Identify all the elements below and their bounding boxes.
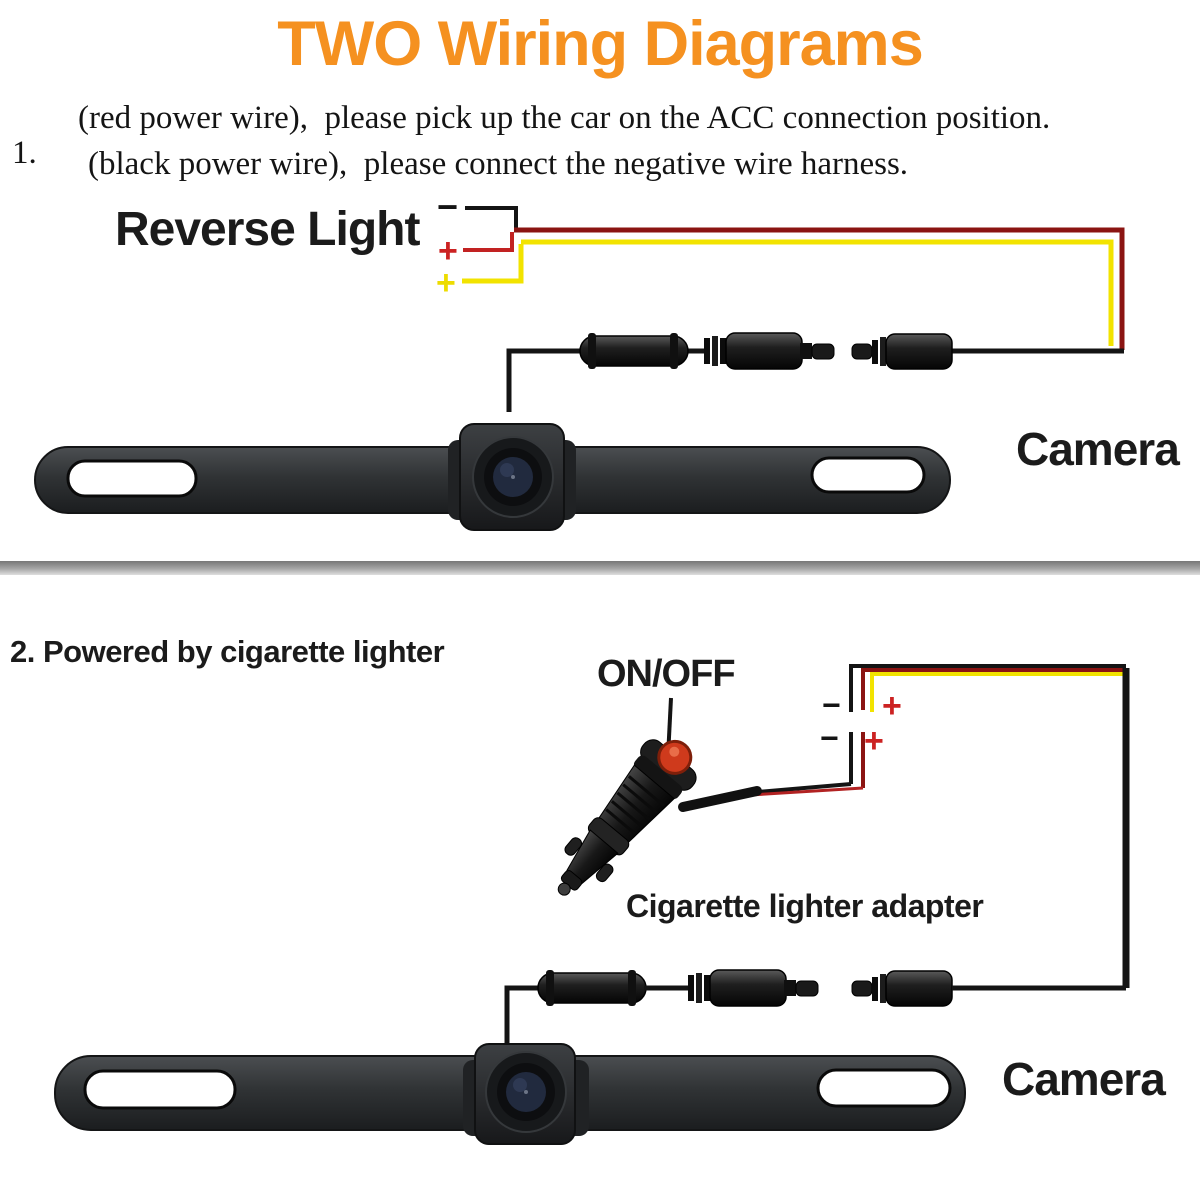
barrel-connector-mating xyxy=(851,970,953,1007)
camera-label-2: Camera xyxy=(1002,1053,1166,1105)
bracket-slot-left xyxy=(83,1069,237,1110)
reverse-light-label: Reverse Light xyxy=(115,203,420,256)
barrel-connector-female xyxy=(579,335,689,367)
adapter-cable xyxy=(678,786,762,812)
barrel-connector-male xyxy=(704,332,835,370)
adapter-red-lead xyxy=(749,786,864,797)
barrel-connector-mating xyxy=(851,333,953,370)
instruction-line-black-wire: (black power wire), please connect the n… xyxy=(88,146,909,182)
connector-ridge xyxy=(546,970,554,1006)
camera-pigtail-wire-2 xyxy=(504,985,540,1046)
lens-center-dot xyxy=(511,475,515,479)
yellow-wire-run xyxy=(870,672,1123,712)
connector-ridge xyxy=(670,333,678,369)
negative-terminal-mark: − xyxy=(437,186,458,227)
side-contact-right xyxy=(595,863,614,883)
black-negative-wire xyxy=(465,206,518,230)
list-number: 1. xyxy=(12,135,37,171)
lens-glint xyxy=(513,1078,527,1092)
red-positive-stub-wire xyxy=(463,232,514,252)
black-wire-run xyxy=(849,664,1126,712)
connector-ridge xyxy=(588,333,596,369)
barrel-connector-male xyxy=(688,969,819,1007)
switch-negative-mark-1: − xyxy=(822,687,841,723)
section2-heading: 2. Powered by cigarette lighter xyxy=(10,634,445,669)
section-divider xyxy=(0,561,1200,575)
yellow-wire-run xyxy=(521,239,1114,346)
lens-center-dot xyxy=(524,1090,528,1094)
page-title: TWO Wiring Diagrams xyxy=(277,9,923,79)
adapter-black-lead xyxy=(756,782,852,794)
positive-terminal-mark: + xyxy=(438,232,458,270)
side-contact-left xyxy=(564,837,583,856)
bracket-slot-left xyxy=(66,459,198,498)
adapter-tip-nub xyxy=(557,882,571,896)
license-plate-camera-1 xyxy=(34,423,951,531)
connector-chain-2 xyxy=(504,969,1126,1046)
camera-label-1: Camera xyxy=(1016,423,1180,475)
switch-positive-mark-2: + xyxy=(864,722,884,760)
adapter-ribs xyxy=(605,775,666,836)
positive-terminal-mark-yellow: + xyxy=(436,264,456,302)
dark-red-power-wire-run xyxy=(514,227,1125,350)
bracket-slot-right xyxy=(816,1068,952,1108)
dark-red-wire-run xyxy=(861,668,1126,710)
power-switch-terminals: − + − + xyxy=(666,664,1130,988)
on-off-button xyxy=(657,739,693,775)
lens-glint xyxy=(500,463,514,477)
on-off-label: ON/OFF xyxy=(597,653,736,695)
switch-negative-mark-2: − xyxy=(820,720,839,756)
reverse-light-wiring: − + + xyxy=(436,186,1125,412)
cigarette-lighter-adapter-label: Cigarette lighter adapter xyxy=(626,888,984,924)
button-highlight xyxy=(669,746,680,757)
instruction-line-red-wire: (red power wire), please pick up the car… xyxy=(78,100,1051,136)
connector-chain-1 xyxy=(579,332,953,370)
camera-pigtail-wire xyxy=(506,348,582,412)
bracket-slot-right xyxy=(810,456,926,494)
cigarette-lighter-adapter xyxy=(557,739,697,896)
adapter-collar xyxy=(633,755,683,799)
license-plate-camera-2 xyxy=(54,1043,966,1145)
yellow-stub-wire xyxy=(462,244,524,284)
switch-positive-mark-1: + xyxy=(882,687,902,725)
connector-ridge xyxy=(628,970,636,1006)
